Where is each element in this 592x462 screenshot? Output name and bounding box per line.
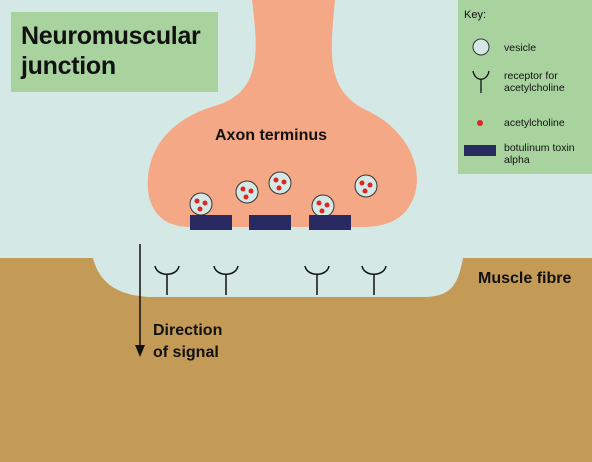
acetylcholine-dot	[276, 185, 282, 191]
key-receptor-label: receptor for acetylcholine	[504, 70, 565, 94]
acetylcholine-dot	[202, 200, 208, 206]
direction-line-2: of signal	[153, 344, 219, 361]
botulinum-toxin-block	[309, 215, 351, 230]
key-receptor-line-1: receptor for	[504, 70, 558, 82]
acetylcholine-dot	[240, 186, 246, 192]
acetylcholine-dot	[362, 188, 368, 194]
acetylcholine-dot	[281, 179, 287, 185]
legend-key: Key: vesicle receptor for acetylcholine …	[458, 0, 592, 174]
acetylcholine-receptor	[213, 265, 239, 295]
acetylcholine-receptor	[304, 265, 330, 295]
key-toxin-line-2: alpha	[504, 154, 530, 166]
vesicle	[268, 171, 292, 195]
acetylcholine-dot	[197, 206, 203, 212]
acetylcholine-dot	[243, 194, 249, 200]
acetylcholine-icon	[477, 120, 483, 126]
acetylcholine-dot	[359, 180, 365, 186]
signal-arrow	[135, 244, 145, 357]
acetylcholine-receptor	[361, 265, 387, 295]
acetylcholine-dot	[319, 208, 325, 214]
direction-label: Direction of signal	[153, 320, 222, 364]
acetylcholine-dot	[324, 202, 330, 208]
botulinum-toxin-block	[249, 215, 291, 230]
acetylcholine-dot	[248, 188, 254, 194]
vesicle	[354, 174, 378, 198]
receptor-icon	[472, 70, 490, 93]
page-title: Neuromuscular junction	[21, 21, 201, 81]
botulinum-toxin-block	[190, 215, 232, 230]
axon-terminus-label: Axon terminus	[215, 127, 328, 144]
key-toxin-label: botulinum toxin alpha	[504, 142, 575, 166]
muscle-fibre	[0, 258, 592, 462]
acetylcholine-dot	[316, 200, 322, 206]
key-receptor-line-2: acetylcholine	[504, 82, 565, 94]
key-toxin-line-1: botulinum toxin	[504, 142, 575, 154]
title-box: Neuromuscular junction	[11, 12, 218, 92]
direction-line-1: Direction	[153, 322, 223, 339]
acetylcholine-receptor	[154, 265, 180, 295]
key-acetylcholine-label: acetylcholine	[504, 117, 565, 129]
acetylcholine-dot	[273, 177, 279, 183]
muscle-fibre-label: Muscle fibre	[478, 270, 572, 287]
key-vesicle-label: vesicle	[504, 42, 537, 54]
title-line-2: junction	[21, 52, 116, 80]
vesicle-icon	[472, 38, 490, 56]
title-line-1: Neuromuscular	[21, 22, 201, 50]
toxin-icon	[464, 145, 496, 156]
key-heading: Key:	[464, 9, 487, 21]
acetylcholine-dot	[194, 198, 200, 204]
vesicle	[189, 192, 213, 216]
vesicle	[235, 180, 259, 204]
vesicle	[311, 194, 335, 218]
acetylcholine-dot	[367, 182, 373, 188]
axon-terminus	[147, 0, 417, 227]
